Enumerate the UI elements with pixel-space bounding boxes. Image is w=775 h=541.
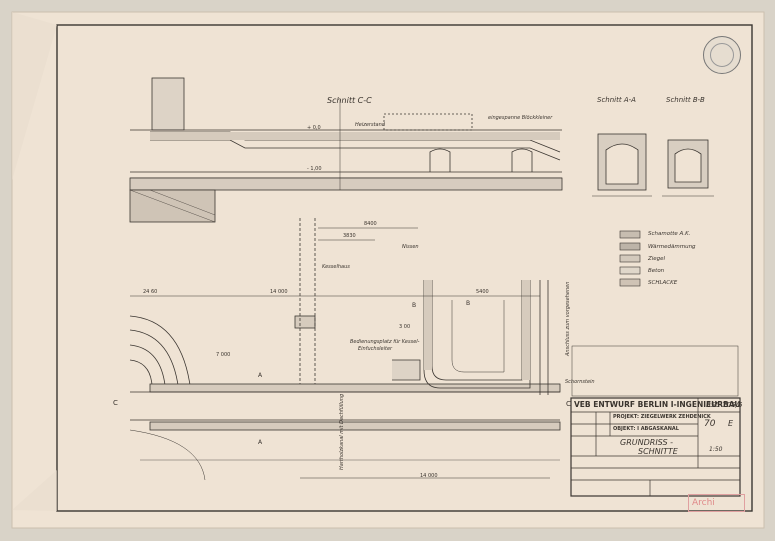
title-block-drawing-number: B55-705/5 <box>706 401 743 409</box>
marker-a-upper: A <box>258 372 263 379</box>
dim-d4: 3830 <box>343 233 356 239</box>
dim-d3: 8400 <box>364 221 377 227</box>
marker-a-lower: A <box>258 439 263 446</box>
legend-swatch <box>619 254 641 263</box>
dim-d8: 3 00 <box>399 324 411 330</box>
floor-plan <box>129 218 561 481</box>
drawing-frame <box>56 24 753 512</box>
note-bedienungsplatz-1: Bedienungsplatz für Kessel- <box>350 339 420 345</box>
legend-label-ziegel: Ziegel <box>648 256 666 262</box>
marker-c-left: C <box>113 399 118 407</box>
title-block-title-line-1: GRUNDRISS - <box>620 438 673 447</box>
dim-d1: + 0,0 <box>307 125 321 131</box>
note-kesselhaus: Kesselhaus <box>322 264 350 270</box>
legend-swatch <box>619 230 641 239</box>
note-bedienungsplatz-2: Einfuchsleiter <box>358 346 393 352</box>
section-b-b-title: Schnitt B-B <box>666 96 705 104</box>
note-heizerstand: Heizerstand <box>355 122 385 128</box>
title-block-title-line-2: SCHNITTE <box>638 447 678 456</box>
seal-stamp <box>703 36 741 74</box>
archive-stamp: Archi <box>688 494 745 512</box>
dim-d5: 24 60 <box>143 289 158 295</box>
dim-d2: - 1,00 <box>307 166 322 172</box>
note-eingespanne: eingespanne Blöckkleiner <box>488 115 553 121</box>
legend-label-schlacke: SCHLACKE <box>648 280 678 286</box>
section-c-c <box>129 77 563 223</box>
title-block <box>570 345 741 497</box>
title-block-company: VEB ENTWURF BERLIN I-INGENIEURBAU <box>574 400 741 409</box>
title-block-sheet-number: 70 <box>704 419 716 429</box>
title-block-project: PROJEKT: ZIEGELWERK ZEHDENICK <box>613 414 711 420</box>
section-b-b <box>662 139 714 197</box>
marker-c-right: C <box>566 400 571 408</box>
legend-label-waermedaemmung: Wärmedämmung <box>648 244 696 250</box>
marker-b-right: B <box>466 300 471 307</box>
title-block-scale: 1:50 <box>709 446 723 453</box>
note-nissen: Nissen <box>402 244 419 250</box>
note-anschluss: Anschluss zum vorgesehenen <box>565 281 571 356</box>
title-block-revision: E <box>728 419 734 428</box>
legend-label-schamotte: Schamotte A.K. <box>648 231 691 237</box>
note-schornstein: Schornstein <box>565 379 595 385</box>
dim-d6: 14 000 <box>270 289 288 295</box>
legend-label-beton: Beton <box>648 268 665 274</box>
note-drawing-ref: Hartholzkanal mit Dachfüllung <box>339 393 345 470</box>
marker-b-left: B <box>412 302 417 309</box>
legend-swatch <box>619 278 641 287</box>
dim-d7: 5400 <box>476 289 489 295</box>
dim-d9: 7 000 <box>216 352 231 358</box>
title-block-object: OBJEKT: I ABGASKANAL <box>613 426 679 432</box>
section-a-a <box>592 133 652 197</box>
section-a-a-title: Schnitt A-A <box>597 96 636 104</box>
legend-swatch <box>619 266 641 275</box>
legend-swatch <box>619 242 641 251</box>
dim-d10: 14 000 <box>420 473 438 479</box>
legend <box>619 230 641 287</box>
section-c-c-title: Schnitt C-C <box>327 96 372 105</box>
